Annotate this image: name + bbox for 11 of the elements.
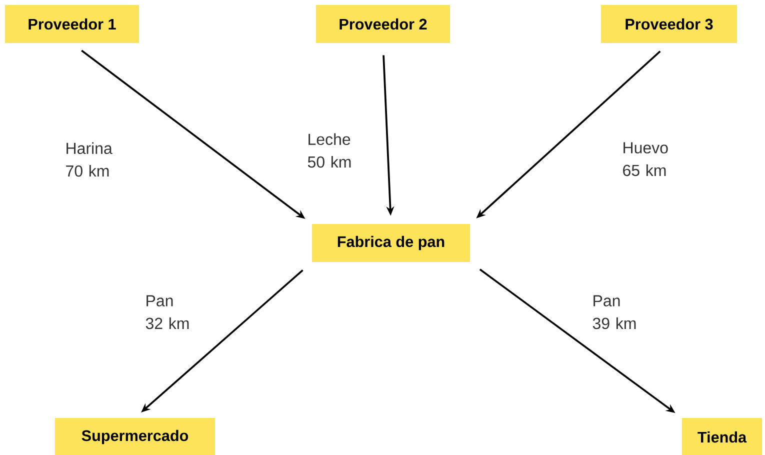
edge-label: Pan 32 km xyxy=(146,295,189,330)
label-box: Supermercado xyxy=(55,418,215,455)
edge-label: Huevo 65 km xyxy=(623,142,668,176)
label-box: Proveedor 3 xyxy=(601,5,737,43)
label-box: Fabrica de pan xyxy=(312,224,470,262)
label-box: Tienda xyxy=(682,418,762,455)
edge-label: Harina 70 km xyxy=(66,142,112,177)
label-box: Proveedor 1 xyxy=(5,5,139,43)
label-box: Proveedor 2 xyxy=(316,5,450,43)
edge-label: Leche 50 km xyxy=(308,133,351,168)
edge-label: Pan 39 km xyxy=(592,295,636,330)
